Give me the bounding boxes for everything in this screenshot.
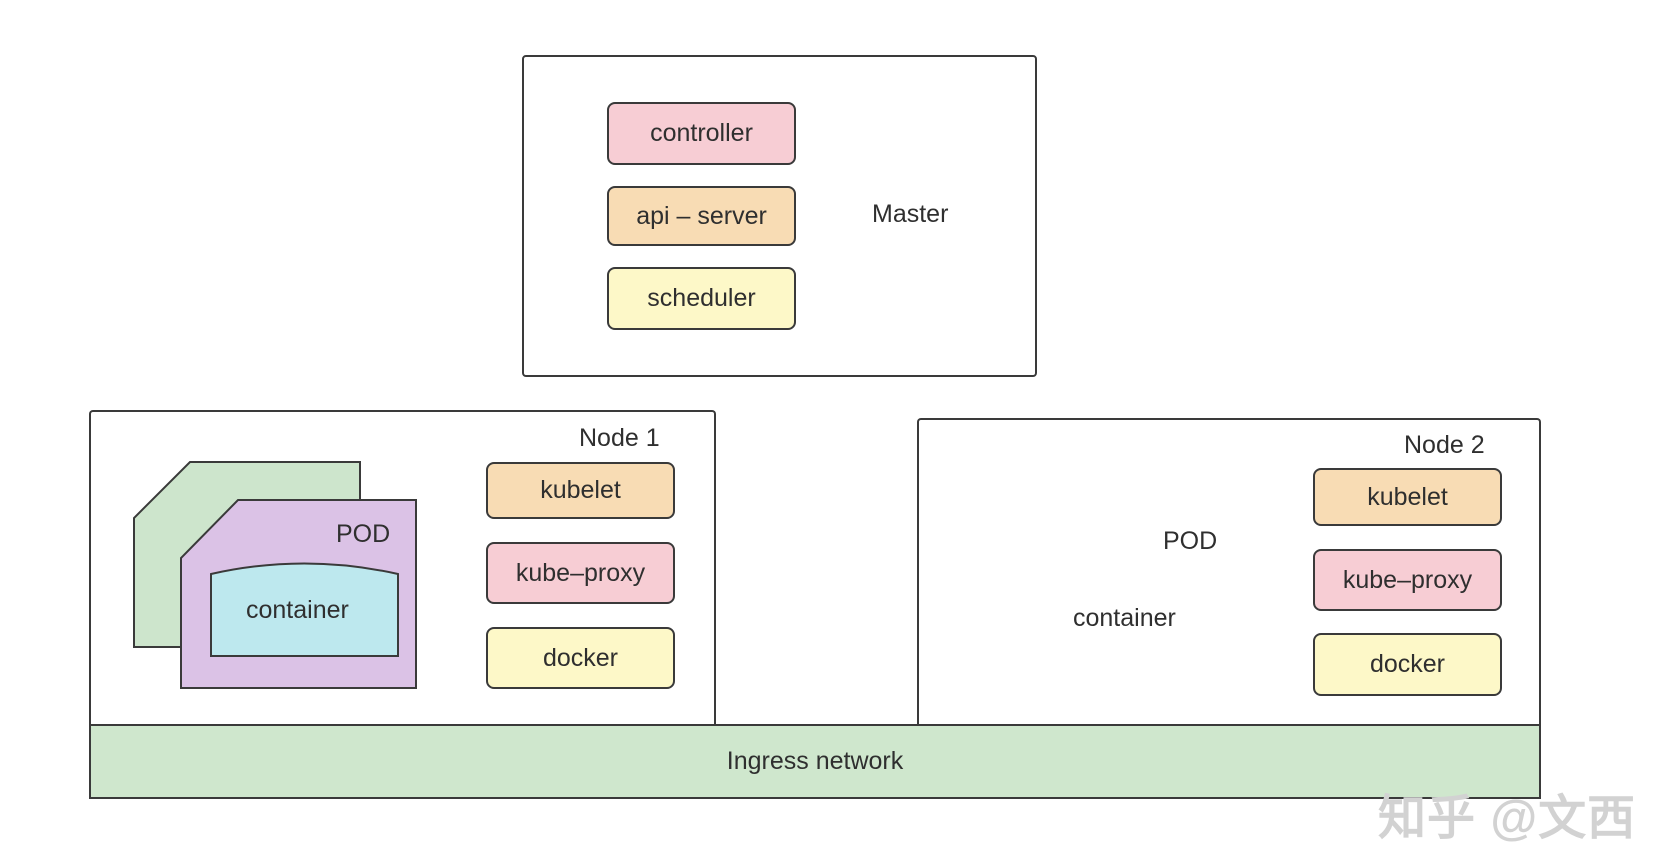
controller-box: controller xyxy=(607,102,796,165)
node-2-kubelet-label: kubelet xyxy=(1367,482,1448,511)
node-1-container xyxy=(210,562,399,657)
node-1-container-label: container xyxy=(246,596,349,624)
ingress-network-bar: Ingress network xyxy=(89,724,1541,799)
api-server-label: api – server xyxy=(636,201,767,230)
scheduler-box: scheduler xyxy=(607,267,796,330)
node-1-kubelet-box: kubelet xyxy=(486,462,675,519)
node-2-docker-box: docker xyxy=(1313,633,1502,696)
watermark: 知乎 @文西 xyxy=(1378,792,1637,845)
node-2-docker-label: docker xyxy=(1369,650,1446,678)
node-2-kube-proxy-box: kube–proxy xyxy=(1313,549,1502,611)
node-2-kubelet-box: kubelet xyxy=(1313,468,1502,526)
node-1-pod-label: POD xyxy=(336,520,391,548)
node-1-docker-label: docker xyxy=(542,643,619,672)
scheduler-label: scheduler xyxy=(647,284,756,312)
node-1-label: Node 1 xyxy=(579,424,660,452)
node-2-container-label: container xyxy=(1073,604,1176,632)
node-1-kube-proxy-label: kube–proxy xyxy=(515,558,646,587)
api-server-box: api – server xyxy=(607,186,796,246)
node-2-label: Node 2 xyxy=(1404,431,1485,459)
ingress-network-label: Ingress network xyxy=(726,747,904,775)
node-1-docker-box: docker xyxy=(486,627,675,689)
master-label: Master xyxy=(872,200,949,228)
node-2-kube-proxy-label: kube–proxy xyxy=(1342,565,1473,594)
node-1-kubelet-label: kubelet xyxy=(540,476,621,504)
node-1-kube-proxy-box: kube–proxy xyxy=(486,542,675,604)
controller-label: controller xyxy=(650,119,753,147)
node-2-pod-label: POD xyxy=(1163,527,1218,555)
